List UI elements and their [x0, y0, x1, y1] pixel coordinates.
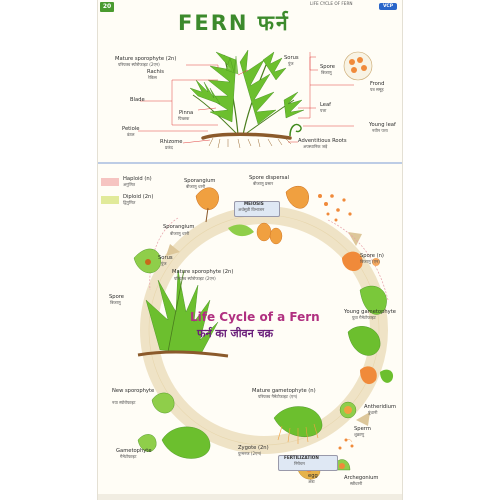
label-young-gametophyte-hi: युवा गैमेटोफाइट: [352, 315, 376, 320]
label-spore: Spore: [320, 64, 335, 70]
label-adventitious-roots-hi: अपस्थानिक जड़े: [303, 144, 328, 149]
label-spore-dispersal: Spore dispersal: [249, 175, 289, 181]
cycle-title: Life Cycle of a Fern: [190, 310, 320, 324]
label-rachis-hi: रेकिस: [148, 75, 157, 80]
young-gametophyte-illustration: [347, 285, 394, 385]
label-petiole: Petiole: [122, 126, 140, 132]
label-mature-sporophyte-cycle-hi: परिपक्व स्पोरोफाइट (2एन): [174, 276, 216, 281]
label-sporangium-top: Sporangium: [184, 178, 216, 184]
label-sperm: Sperm: [354, 426, 371, 432]
cycle-sorus-dot: [145, 259, 151, 265]
label-antheridium-hi: पुंधानी: [368, 410, 378, 415]
label-leaf-hi: पत्ता: [320, 108, 327, 113]
fertilization-label: FERTILIZATION: [284, 455, 319, 460]
label-rhizome-hi: प्रकंद: [165, 145, 173, 150]
sporangium-left: [228, 222, 283, 245]
label-leader-lines: [138, 52, 354, 144]
dashed-arc-left: [149, 217, 179, 291]
spore-n-illustration: [342, 251, 380, 272]
label-archegonium-hi: स्त्रीधानी: [350, 481, 363, 486]
label-frond: Frond: [370, 81, 385, 87]
label-spore-n: Spore (n): [360, 253, 384, 259]
spore-dispersal: [285, 185, 352, 222]
label-blade: Blade: [130, 97, 145, 103]
adventitious-roots: [208, 137, 292, 149]
label-rachis: Rachis: [147, 69, 164, 75]
label-sporangium-left-hi: बीजाणु धानी: [170, 231, 190, 236]
label-spore-left: Spore: [109, 294, 124, 300]
label-gametophyte: Gametophyte: [116, 448, 152, 454]
label-rhizome: Rhizome: [160, 139, 183, 145]
label-frond-hi: पत्र समूह: [370, 87, 384, 92]
label-spore-hi: बिजाणु: [321, 70, 332, 75]
label-mature-sporophyte-hi: परिपक्व स्पोरोफाइट (2एन): [118, 62, 160, 67]
label-archegonium: Archegonium: [344, 475, 379, 481]
label-sporangium-left: Sporangium: [163, 224, 195, 230]
meiosis-label-hi: अर्धसूत्री विभाजन: [238, 207, 265, 212]
label-sorus-cycle: Sorus: [158, 255, 173, 261]
mature-gametophyte-illustration: [273, 406, 323, 444]
footer-strip: [98, 494, 402, 500]
dashed-arc-right: [327, 219, 389, 301]
fern-chart-sheet: 20 LIFE CYCLE OF FERN VCP FERN फर्न: [97, 0, 403, 500]
legend-haploid-label: Haploid (n): [123, 176, 152, 182]
label-spore-dispersal-hi: बीजाणु प्रसार: [253, 181, 274, 186]
label-zygote-hi: युग्मनज (2एन): [238, 451, 262, 456]
label-pinna: Pinna: [179, 110, 194, 116]
label-new-sporophyte: New sporophyte: [112, 388, 155, 394]
legend-diploid-label-hi: द्विगुणित: [123, 200, 136, 205]
fertilization-label-hi: निषेचन: [294, 461, 305, 466]
meiosis-label: MEIOSIS: [244, 201, 264, 206]
label-young-gametophyte: Young gametophyte: [344, 309, 396, 315]
fertilization-pill: [278, 455, 338, 471]
label-mature-sporophyte-cycle: Mature sporophyte (2n): [172, 269, 234, 275]
sorus-inset: [343, 51, 373, 81]
label-egg-hi: अंडा: [308, 479, 315, 484]
label-leaf: Leaf: [320, 102, 331, 108]
label-sorus-cycle-hi: पुंज: [161, 261, 167, 266]
label-young-leaf-hi: नवीन पत्ता: [372, 128, 388, 133]
rhizome: [201, 132, 292, 140]
label-egg: egg: [308, 473, 318, 479]
label-pinna-hi: पिच्छक: [178, 116, 190, 121]
label-petiole-hi: डंठल: [127, 132, 135, 137]
life-cycle-diagram: [133, 185, 394, 480]
label-young-leaf: Young leaf: [369, 122, 396, 128]
fern-frond-illustration: [189, 49, 305, 136]
inset-spores: [349, 57, 367, 73]
label-mature-gametophyte: Mature gametophyte (n): [252, 388, 316, 394]
antheridium-illustration: [339, 401, 357, 419]
label-adventitious-roots: Adventitious Roots: [298, 138, 347, 144]
cycle-title-hi: फर्न का जीवन चक्र: [197, 327, 274, 340]
label-gametophyte-hi: गैमेटोफाइट: [120, 454, 137, 459]
legend-haploid-label-hi: अगुणित: [123, 182, 136, 187]
label-antheridium: Antheridium: [364, 404, 396, 410]
label-mature-sporophyte: Mature sporophyte (2n): [115, 56, 177, 62]
label-new-sporophyte-hi: नया स्पोरोफाइट: [112, 400, 136, 405]
sperm-illustration: [338, 438, 354, 450]
legend-diploid-label: Diploid (2n): [123, 194, 154, 200]
page-title: FERN फर्न: [178, 11, 290, 35]
label-zygote: Zygote (2n): [238, 445, 269, 451]
label-spore-n-hi: बिजाणु (एन): [360, 259, 380, 264]
legend-haploid-swatch: [101, 178, 119, 186]
label-sorus: Sorus: [284, 55, 299, 61]
legend-diploid-swatch: [101, 196, 119, 204]
meiosis-pill: [234, 201, 280, 217]
gametophyte-with-new-sporophyte: [137, 392, 211, 459]
label-spore-left-hi: बिजाणु: [110, 300, 121, 305]
cycle-sporophyte-fern: [145, 269, 219, 353]
anatomy-diagram: [98, 49, 402, 164]
young-leaf-fiddlehead: [289, 123, 302, 137]
sporangium-top: [195, 187, 219, 223]
label-sorus-hi: पुंज: [288, 61, 294, 66]
label-sperm-hi: शुक्राणु: [354, 432, 365, 437]
label-sporangium-top-hi: बीजाणु धानी: [186, 184, 206, 189]
page-number-badge: 20: [100, 2, 114, 12]
label-mature-gametophyte-hi: परिपक्व गैमेटोफाइट (एन): [258, 394, 298, 399]
cycle-rhizome: [137, 350, 229, 358]
series-text: LIFE CYCLE OF FERN: [310, 1, 353, 6]
publisher-logo: VCP: [379, 3, 397, 10]
